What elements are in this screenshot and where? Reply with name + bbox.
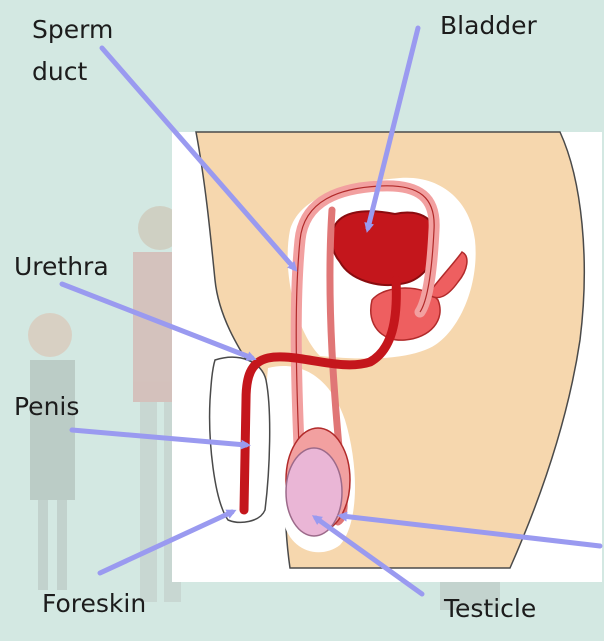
- label-urethra: Urethra: [14, 252, 109, 281]
- penis-region: [210, 357, 270, 522]
- label-sperm-duct-line1: Sperm: [32, 15, 113, 44]
- label-sperm-duct-line2: duct: [32, 57, 87, 86]
- label-foreskin: Foreskin: [42, 589, 146, 618]
- testicle-organ: [286, 448, 342, 536]
- label-bladder: Bladder: [440, 11, 538, 40]
- label-penis: Penis: [14, 392, 79, 421]
- label-testicle: Testicle: [443, 594, 536, 623]
